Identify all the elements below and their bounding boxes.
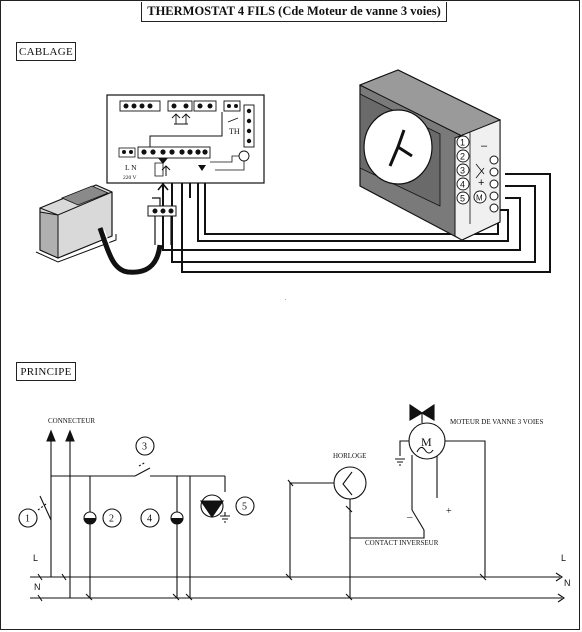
terminal-screw <box>147 103 153 109</box>
principe-labels: CONNECTEUR HORLOGE MOTEUR DE VANNE 3 VOI… <box>25 417 571 592</box>
clock-terminal-number: 2 <box>460 152 465 162</box>
terminal-screw <box>197 103 203 109</box>
sensor-icon <box>238 150 250 162</box>
motor-symbol-icon <box>473 190 487 204</box>
switch-1 <box>39 495 52 521</box>
terminal-block <box>223 100 241 112</box>
voltage-label: 220 V <box>123 175 137 181</box>
cable-bundle <box>162 172 551 273</box>
number-3: 3 <box>142 442 147 453</box>
line-L-label-left: L <box>33 553 38 563</box>
clock-unit <box>358 69 502 241</box>
up-arrow-icon <box>157 182 169 198</box>
terminal-screw <box>183 103 189 109</box>
connecteur-label: CONNECTEUR <box>48 417 95 425</box>
clock-terminals: 1 2 3 4 5 M – + <box>456 135 499 213</box>
terminal-screw <box>139 103 145 109</box>
terminal-screw <box>131 103 137 109</box>
terminal-screw <box>207 103 213 109</box>
connector-block <box>147 182 177 245</box>
clock-terminal-number: 4 <box>460 180 465 190</box>
terminal-screw <box>227 104 231 108</box>
down-arrow-icon <box>158 158 168 164</box>
number-1: 1 <box>25 514 30 525</box>
moteur-label: MOTEUR DE VANNE 3 VOIES <box>450 418 543 426</box>
cablage-diagram: TH L N 220 V <box>35 69 551 302</box>
page-title: THERMOSTAT 4 FILS (Cde Moteur de vanne 3… <box>141 2 447 22</box>
valve-actuator-unit <box>35 184 163 275</box>
principe-diagram <box>18 403 565 603</box>
line-N-label-left: N <box>34 582 41 592</box>
actuator-cable <box>97 227 163 275</box>
terminal-block <box>193 100 217 112</box>
svg-text:.: . <box>285 296 287 302</box>
motor-symbol: M <box>421 435 432 449</box>
thermostat-module: TH L N 220 V <box>106 94 265 184</box>
number-5: 5 <box>242 502 247 513</box>
ln-label: L N <box>125 163 137 172</box>
switch-3 <box>134 467 151 477</box>
ground-icon <box>395 458 405 466</box>
motor-symbol: M <box>476 194 483 203</box>
contact-inverseur-switch <box>411 509 425 531</box>
plus-sign: + <box>478 177 484 189</box>
terminal-block-ln <box>118 147 136 158</box>
clock-terminal-number: 1 <box>460 138 465 148</box>
relay-arrows <box>171 113 191 125</box>
down-arrow-icon <box>198 165 206 171</box>
up-arrow-icon <box>46 429 56 442</box>
section-label-cablage: CABLAGE <box>16 42 76 61</box>
ground-icon <box>220 515 230 523</box>
contact-inverseur-label: CONTACT INVERSEUR <box>365 539 439 547</box>
thermostat-label: TH <box>229 127 240 136</box>
line-L-label-right: L <box>561 553 566 563</box>
terminal-block <box>167 100 193 112</box>
minus-sign: – <box>481 140 488 152</box>
clock-hands-icon <box>388 129 413 167</box>
line-N-label-right: N <box>564 578 571 588</box>
terminal-screw <box>234 104 238 108</box>
three-way-valve-icon <box>409 403 435 421</box>
horloge-label: HORLOGE <box>333 452 366 460</box>
terminal-screw <box>171 103 177 109</box>
terminal-stack <box>243 104 255 148</box>
section-label-principe: PRINCIPE <box>16 362 76 381</box>
clock-terminal-number: 5 <box>460 194 465 204</box>
terminal-screw <box>123 103 129 109</box>
plus-sign: + <box>446 506 452 517</box>
clock-terminal-number: 3 <box>460 166 465 176</box>
minus-sign: – <box>406 511 413 523</box>
up-arrow-icon <box>65 429 75 442</box>
horloge-icon <box>333 466 367 500</box>
number-4: 4 <box>147 514 152 525</box>
number-2: 2 <box>109 514 114 525</box>
